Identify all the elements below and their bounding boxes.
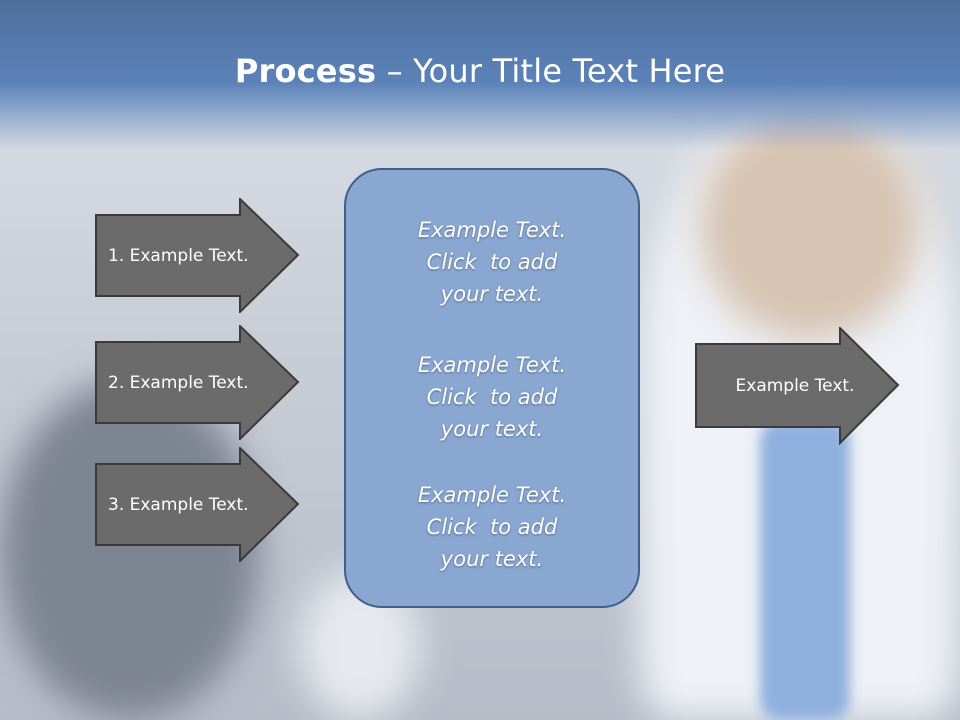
slide-title[interactable]: Process – Your Title Text Here (0, 52, 960, 90)
title-bar (0, 0, 960, 150)
paragraph-line: your text. (440, 547, 544, 571)
arrow-label: 2. Example Text. (108, 372, 249, 393)
placeholder-paragraph-3[interactable]: Example Text. Click to add your text. (346, 479, 638, 575)
process-arrow-3[interactable]: 3. Example Text. (95, 447, 300, 562)
title-rest: – Your Title Text Here (376, 52, 726, 90)
center-text-box[interactable]: Example Text. Click to add your text. Ex… (344, 168, 640, 608)
paragraph-line: Click to add (426, 385, 558, 409)
title-bold: Process (234, 52, 377, 90)
tie-shape (760, 420, 850, 720)
process-arrow-1[interactable]: 1. Example Text. (95, 198, 300, 313)
arrow-shape-icon (95, 325, 300, 440)
placeholder-paragraph-2[interactable]: Example Text. Click to add your text. (346, 349, 638, 445)
arrow-label: 3. Example Text. (108, 494, 249, 515)
process-arrow-2[interactable]: 2. Example Text. (95, 325, 300, 440)
arrow-label: 1. Example Text. (108, 245, 249, 266)
placeholder-paragraph-1[interactable]: Example Text. Click to add your text. (346, 214, 638, 310)
background-person-shape (0, 380, 260, 720)
paragraph-line: Example Text. (417, 353, 567, 377)
arrow-shape-icon (695, 327, 900, 445)
paragraph-line: Click to add (426, 515, 558, 539)
result-arrow[interactable]: Example Text. (695, 327, 900, 445)
arrow-shape-icon (95, 447, 300, 562)
arrow-shape-icon (95, 198, 300, 313)
paragraph-line: Example Text. (417, 483, 567, 507)
paragraph-line: your text. (440, 282, 544, 306)
paragraph-line: Click to add (426, 250, 558, 274)
paragraph-line: your text. (440, 417, 544, 441)
paragraph-line: Example Text. (417, 218, 567, 242)
arrow-label: Example Text. (735, 376, 855, 396)
